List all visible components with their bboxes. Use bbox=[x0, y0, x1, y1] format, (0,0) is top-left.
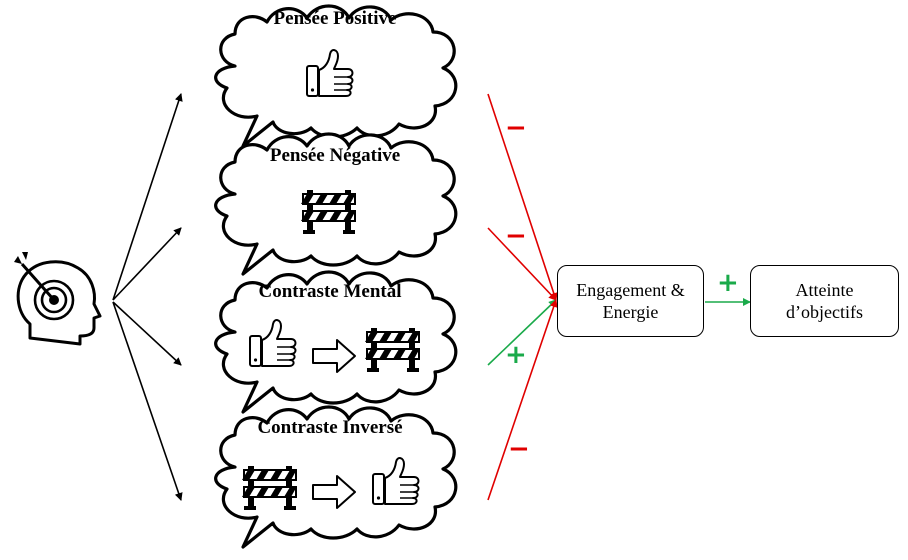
arrow-to-inverse bbox=[112, 301, 183, 501]
engagement-links bbox=[487, 93, 558, 501]
title-negative: Pensée Négative bbox=[269, 145, 401, 166]
goal-label-line2: d’objectifs bbox=[786, 302, 863, 322]
sign-inverse: − bbox=[508, 434, 530, 464]
title-inverse: Contraste Inversé bbox=[257, 417, 403, 438]
arrow-to-mental bbox=[112, 301, 182, 366]
sign-engagement-to-goal: + bbox=[717, 268, 739, 298]
head-target-icon bbox=[14, 252, 102, 346]
link-inverse bbox=[487, 299, 558, 501]
goal-label-line1: Atteinte bbox=[795, 280, 854, 300]
source-arrows bbox=[112, 93, 183, 501]
engagement-label-line1: Engagement & bbox=[576, 280, 685, 300]
link-positive bbox=[487, 93, 558, 301]
engagement-box: Engagement & Energie bbox=[557, 265, 704, 337]
arrow-to-negative bbox=[112, 227, 182, 301]
link-mental bbox=[487, 299, 557, 366]
sign-positive: − bbox=[505, 113, 527, 143]
link-negative bbox=[487, 227, 557, 301]
sign-negative: − bbox=[505, 221, 527, 251]
goal-box: Atteinte d’objectifs bbox=[750, 265, 899, 337]
sign-mental: + bbox=[505, 340, 527, 370]
title-mental: Contraste Mental bbox=[258, 281, 402, 302]
title-positive: Pensée Positive bbox=[273, 8, 397, 29]
arrow-to-positive bbox=[112, 93, 183, 301]
engagement-label-line2: Energie bbox=[602, 302, 659, 322]
